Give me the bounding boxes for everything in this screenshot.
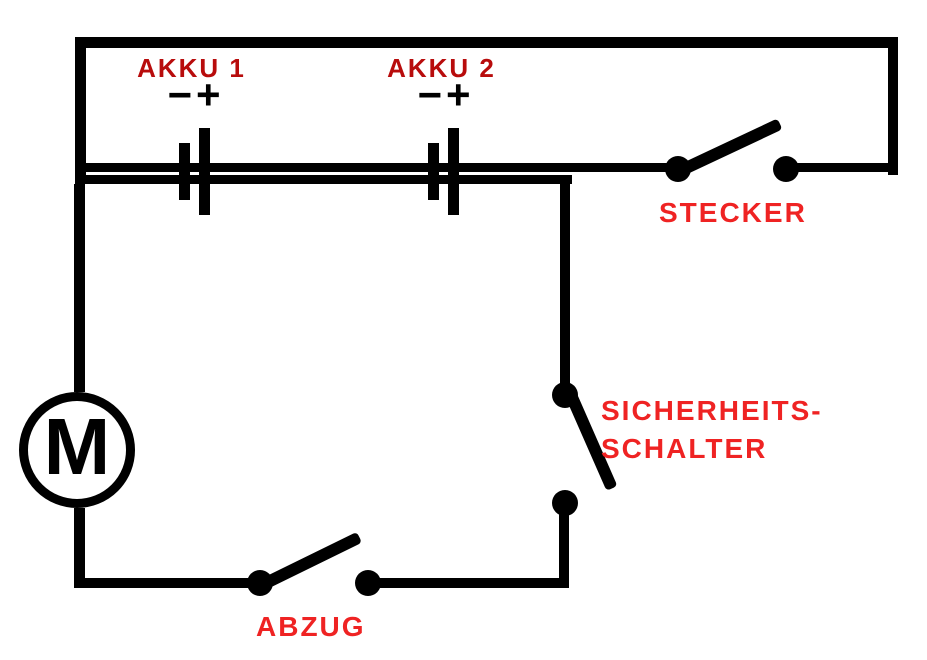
safety-switch-label: SICHERHEITS- SCHALTER <box>601 392 823 468</box>
battery1-negative-plate <box>179 143 190 200</box>
trigger-switch-blade <box>257 531 363 592</box>
battery1-label: AKKU 1 <box>137 53 246 83</box>
battery1-minus-sign: − <box>167 71 192 118</box>
battery2-minus-sign: − <box>417 71 442 118</box>
battery2-label: AKKU 2 <box>387 53 496 83</box>
battery2-negative-plate <box>428 143 439 200</box>
wire-safety-upper-vertical <box>560 175 570 395</box>
wire-left-upper-vertical <box>75 37 86 184</box>
battery1-plus-sign: + <box>196 71 221 118</box>
wire-right-vertical <box>888 37 898 175</box>
wire-top-rail <box>75 37 898 48</box>
wire-battery-row-upper-right <box>785 163 898 172</box>
battery1-positive-plate <box>199 128 210 215</box>
safety-switch-label-line1: SICHERHEITS- <box>601 395 823 426</box>
wire-bottom-rail-right <box>363 578 569 588</box>
safety-switch-contact-top <box>552 382 578 408</box>
wire-battery-row-upper-left <box>75 163 679 172</box>
wire-safety-lower-vertical <box>559 497 569 588</box>
plug-switch-blade <box>676 118 783 177</box>
motor-letter: M <box>43 402 111 491</box>
battery2-plus-sign: + <box>446 71 471 118</box>
trigger-switch-label: ABZUG <box>256 611 366 642</box>
plug-switch-contact-left <box>665 156 691 182</box>
wire-battery-row-lower <box>75 175 572 184</box>
safety-switch-contact-bottom <box>552 490 578 516</box>
wire-motor-lower-vertical <box>74 508 85 588</box>
wire-motor-upper-vertical <box>74 184 85 392</box>
battery2-positive-plate <box>448 128 459 215</box>
trigger-switch-contact-left <box>247 570 273 596</box>
battery2-polarity: − + <box>405 74 483 116</box>
plug-switch-label: STECKER <box>659 197 807 228</box>
battery1-polarity: − + <box>155 74 233 116</box>
trigger-switch-contact-right <box>355 570 381 596</box>
plug-switch-contact-right <box>773 156 799 182</box>
safety-switch-label-line2: SCHALTER <box>601 433 768 464</box>
motor-symbol: M <box>19 392 135 508</box>
wire-bottom-rail-left <box>75 578 261 588</box>
